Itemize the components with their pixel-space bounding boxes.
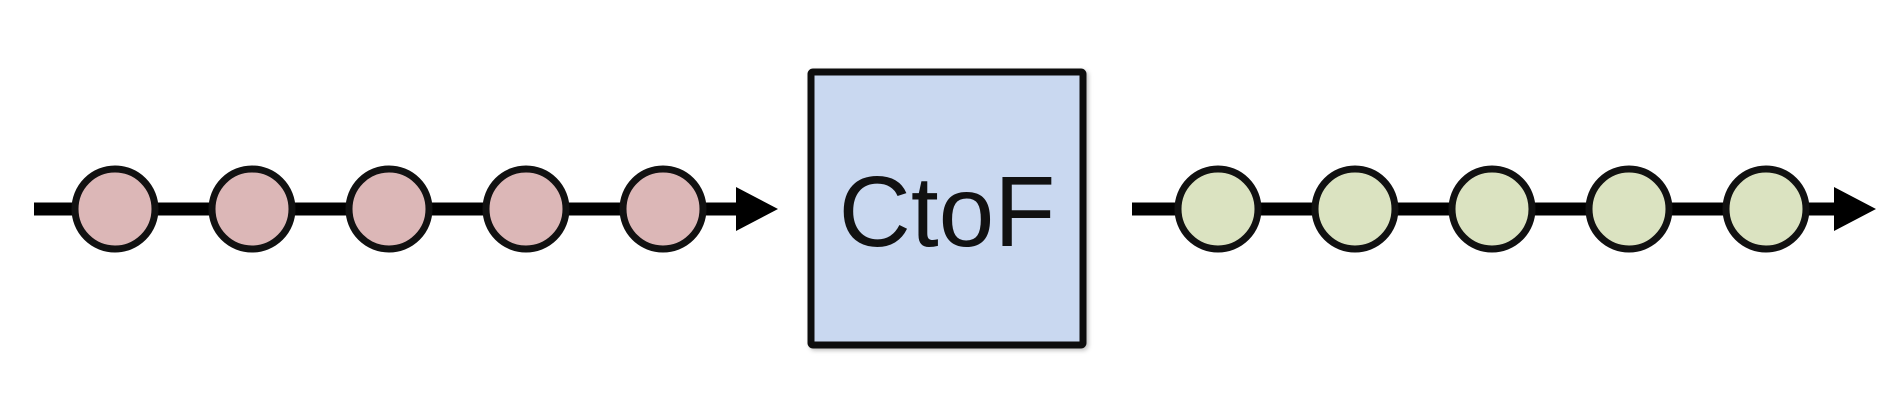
arrowhead-icon xyxy=(736,187,778,231)
ctof-processor xyxy=(807,68,1087,349)
output-token-4 xyxy=(1585,165,1673,253)
processor-box xyxy=(807,68,1087,349)
output-stream xyxy=(1132,165,1876,253)
output-token-1 xyxy=(1174,165,1262,253)
processor-label: CtoF xyxy=(839,156,1056,268)
input-tokens xyxy=(71,165,707,253)
input-token-3 xyxy=(345,165,433,253)
input-stream xyxy=(34,165,778,253)
output-token-2 xyxy=(1311,165,1399,253)
output-token-5 xyxy=(1722,165,1810,253)
arrowhead-icon xyxy=(1834,187,1876,231)
input-token-2 xyxy=(208,165,296,253)
input-token-5 xyxy=(619,165,707,253)
output-tokens xyxy=(1174,165,1810,253)
input-token-4 xyxy=(482,165,570,253)
output-token-3 xyxy=(1448,165,1536,253)
input-token-1 xyxy=(71,165,159,253)
